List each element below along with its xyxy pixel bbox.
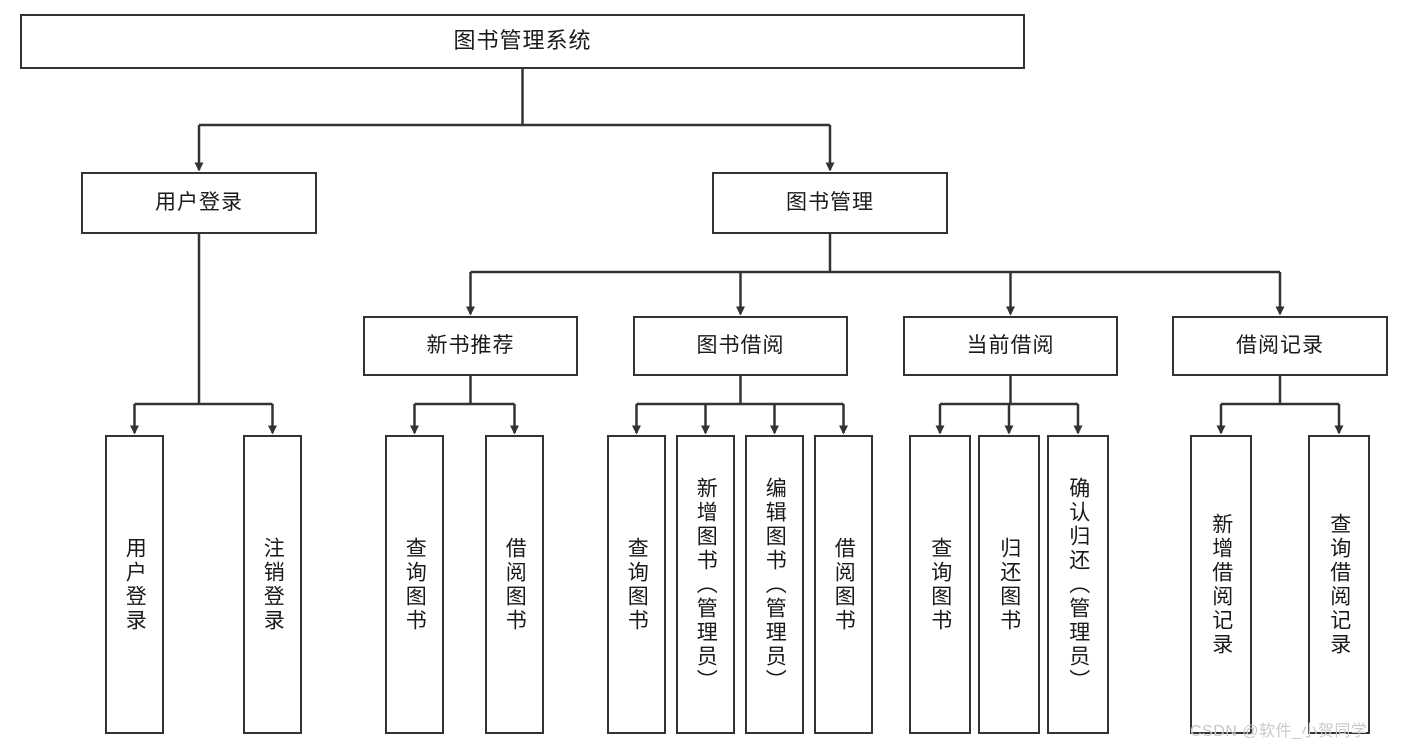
node-leaf-add-book[interactable]: 新增图书（管理员） [676, 435, 735, 734]
node-current-borrow[interactable]: 当前借阅 [903, 316, 1118, 376]
node-root[interactable]: 图书管理系统 [20, 14, 1025, 69]
node-leaf-query-book-2[interactable]: 查询图书 [607, 435, 666, 734]
node-label: 图书借阅 [696, 334, 785, 358]
node-label: 注销登录 [261, 536, 285, 633]
node-label: 查询借阅记录 [1327, 512, 1351, 657]
node-book-manage[interactable]: 图书管理 [712, 172, 948, 234]
node-label: 图书管理系统 [453, 28, 592, 54]
csdn-watermark: CSDN @软件_小贺同学 [1190, 723, 1368, 740]
node-label: 当前借阅 [966, 334, 1055, 358]
node-book-borrow[interactable]: 图书借阅 [633, 316, 848, 376]
node-label: 编辑图书（管理员） [763, 476, 787, 693]
node-label: 图书管理 [786, 191, 874, 215]
node-label: 借阅图书 [832, 536, 856, 633]
node-leaf-query-book-1[interactable]: 查询图书 [385, 435, 444, 734]
node-label: 借阅图书 [503, 536, 527, 633]
node-leaf-query-record[interactable]: 查询借阅记录 [1308, 435, 1370, 734]
node-leaf-confirm-return[interactable]: 确认归还（管理员） [1047, 435, 1109, 734]
node-leaf-edit-book[interactable]: 编辑图书（管理员） [745, 435, 804, 734]
node-label: 确认归还（管理员） [1066, 476, 1090, 693]
node-leaf-query-book-3[interactable]: 查询图书 [909, 435, 971, 734]
node-label: 新书推荐 [426, 334, 515, 358]
node-label: 新增借阅记录 [1209, 512, 1233, 657]
node-leaf-return-book[interactable]: 归还图书 [978, 435, 1040, 734]
node-leaf-borrow-book-2[interactable]: 借阅图书 [814, 435, 873, 734]
node-user-login[interactable]: 用户登录 [81, 172, 317, 234]
node-leaf-logout[interactable]: 注销登录 [243, 435, 302, 734]
node-leaf-borrow-book-1[interactable]: 借阅图书 [485, 435, 544, 734]
node-leaf-user-login[interactable]: 用户登录 [105, 435, 164, 734]
node-label: 新增图书（管理员） [694, 476, 718, 693]
node-label: 用户登录 [123, 536, 147, 633]
node-borrow-record[interactable]: 借阅记录 [1172, 316, 1388, 376]
node-label: 查询图书 [403, 536, 427, 633]
node-new-book-recommend[interactable]: 新书推荐 [363, 316, 578, 376]
node-label: 查询图书 [928, 536, 952, 633]
node-label: 借阅记录 [1236, 334, 1324, 358]
node-leaf-add-record[interactable]: 新增借阅记录 [1190, 435, 1252, 734]
node-label: 查询图书 [625, 536, 649, 633]
node-label: 归还图书 [997, 536, 1021, 633]
node-label: 用户登录 [155, 191, 243, 215]
